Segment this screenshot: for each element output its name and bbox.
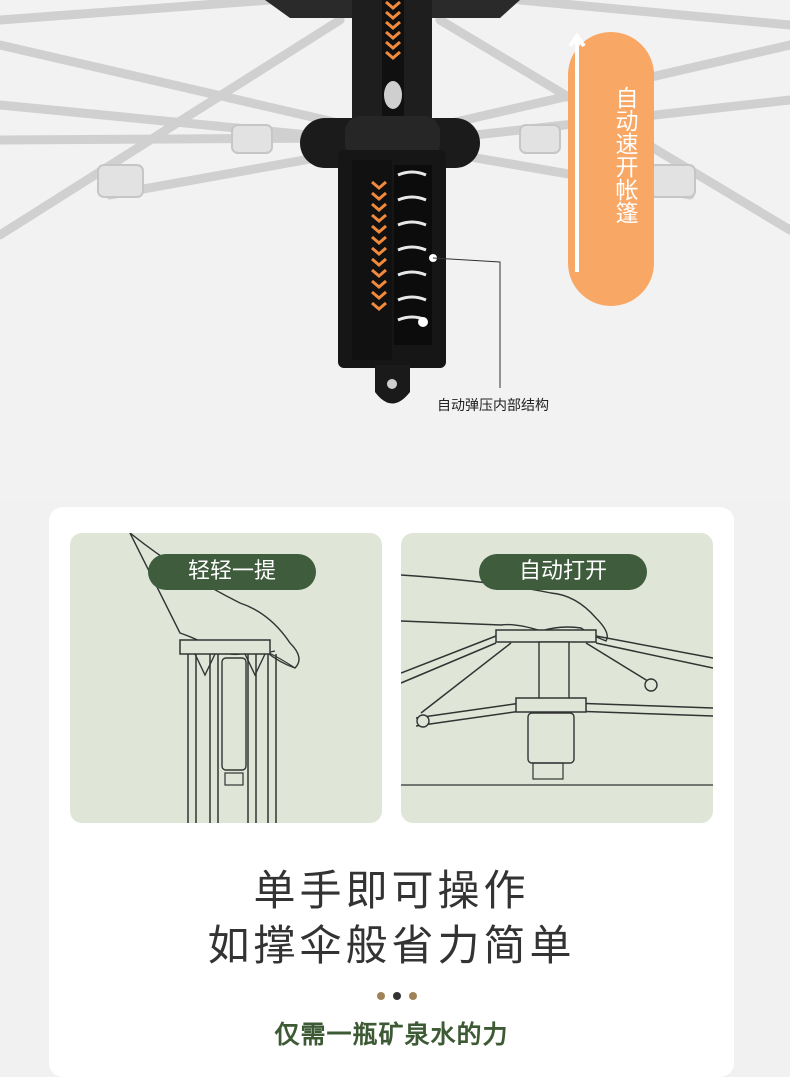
- headline-line-2: 如撑伞般省力简单: [207, 921, 576, 970]
- dot-1: [377, 992, 385, 1000]
- callout-label: 自动弹压内部结构: [437, 398, 549, 414]
- badge-label: 自动速开帐篷: [611, 86, 637, 224]
- auto-open-badge: 自动速开帐篷: [568, 32, 654, 306]
- lift-illustration: [129, 533, 300, 823]
- dot-divider: [373, 985, 421, 1004]
- headline-line-1: 单手即可操作: [253, 866, 530, 915]
- dot-2: [393, 992, 401, 1000]
- dot-3: [409, 992, 417, 1000]
- mechanism-section: 自动速开帐篷 自动弹压内部结构: [0, 0, 790, 500]
- panel-lift: 轻轻一提: [70, 533, 382, 823]
- arrow-up-icon: [568, 32, 586, 272]
- panel-auto-open: 自动打开: [401, 533, 713, 823]
- lift-pill-label: 轻轻一提: [148, 554, 316, 590]
- auto-open-pill-label: 自动打开: [479, 554, 647, 590]
- hub-mechanism-illustration: [0, 0, 790, 404]
- subheading: 仅需一瓶矿泉水的力: [274, 1020, 509, 1049]
- feature-card: 轻轻一提: [49, 507, 734, 1077]
